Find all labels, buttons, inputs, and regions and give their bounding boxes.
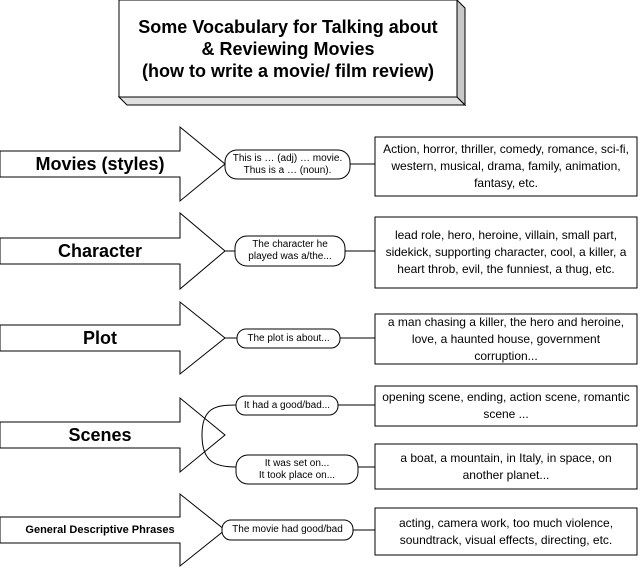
category-character: Character [57, 240, 143, 261]
examples-general: acting, camera work, too much violence, … [398, 515, 614, 547]
examples-scenes-b: a boat, a mountain, in Italy, in space, … [400, 450, 612, 482]
pill-general-shape [221, 519, 354, 541]
title-line-3: (how to write a movie/ film review) [141, 60, 435, 81]
arrow-plot [0, 300, 226, 376]
phrase-movies: This is … (adj) … movie. Thus is a … (no… [225, 150, 350, 179]
phrase-scenes-b: It was set on... It took place on... [236, 455, 358, 484]
box-general-shape [374, 507, 638, 556]
arrow-character [0, 211, 226, 291]
phrase-scenes-b-line-1: It was set on... [264, 457, 330, 469]
category-general: General Descriptive Phrases [25, 524, 175, 536]
title-line-2: & Reviewing Movies [201, 38, 375, 59]
phrase-character-line-1: The character he [252, 239, 328, 250]
connector-lines [201, 163, 375, 531]
phrase-movies-line-2: Thus is a … (noun). [243, 164, 332, 176]
pill-scenes-a-shape [235, 395, 339, 416]
phrase-general-line-1: The movie had good/bad [232, 524, 343, 535]
category-movies: Movies (styles) [35, 153, 165, 174]
arrow-general [0, 492, 226, 568]
arrow-scenes [0, 396, 226, 474]
examples-movies: Action, horror, thriller, comedy, romanc… [383, 142, 629, 190]
pill-scenes-b-shape [235, 454, 359, 485]
phrase-scenes-a: It had a good/bad... [236, 396, 338, 415]
pill-character-shape [234, 235, 346, 267]
phrase-scenes-b-line-2: It took place on... [258, 469, 336, 481]
box-plot-shape [374, 313, 638, 365]
box-character-shape [374, 216, 638, 289]
title-text: Some Vocabulary for Talking about & Revi… [119, 0, 457, 97]
arrow-movies [0, 125, 226, 203]
title-line-1: Some Vocabulary for Talking about [138, 16, 438, 37]
category-plot: Plot [83, 327, 117, 348]
phrase-character-line-2: played was a/the... [248, 251, 332, 262]
phrase-general: The movie had good/bad [222, 520, 353, 540]
box-scenes-a-shape [374, 385, 638, 427]
examples-plot: a man chasing a killer, the hero and her… [387, 314, 625, 363]
pill-plot-shape [236, 328, 341, 349]
phrase-scenes-a-line-1: It had a good/bad... [243, 399, 331, 411]
title-box-3d [117, 0, 467, 107]
examples-scenes-a: opening scene, ending, action scene, rom… [382, 390, 630, 421]
pill-movies-shape [224, 149, 351, 180]
phrase-plot-line-1: The plot is about... [247, 332, 330, 344]
phrase-plot: The plot is about... [237, 329, 340, 348]
box-movies-shape [374, 136, 638, 197]
examples-character: lead role, hero, heroine, villain, small… [385, 228, 627, 276]
phrase-character: The character he played was a/the... [235, 236, 345, 266]
phrase-movies-line-1: This is … (adj) … movie. [232, 152, 343, 164]
category-scenes: Scenes [68, 424, 132, 445]
box-scenes-b-shape [374, 443, 638, 490]
